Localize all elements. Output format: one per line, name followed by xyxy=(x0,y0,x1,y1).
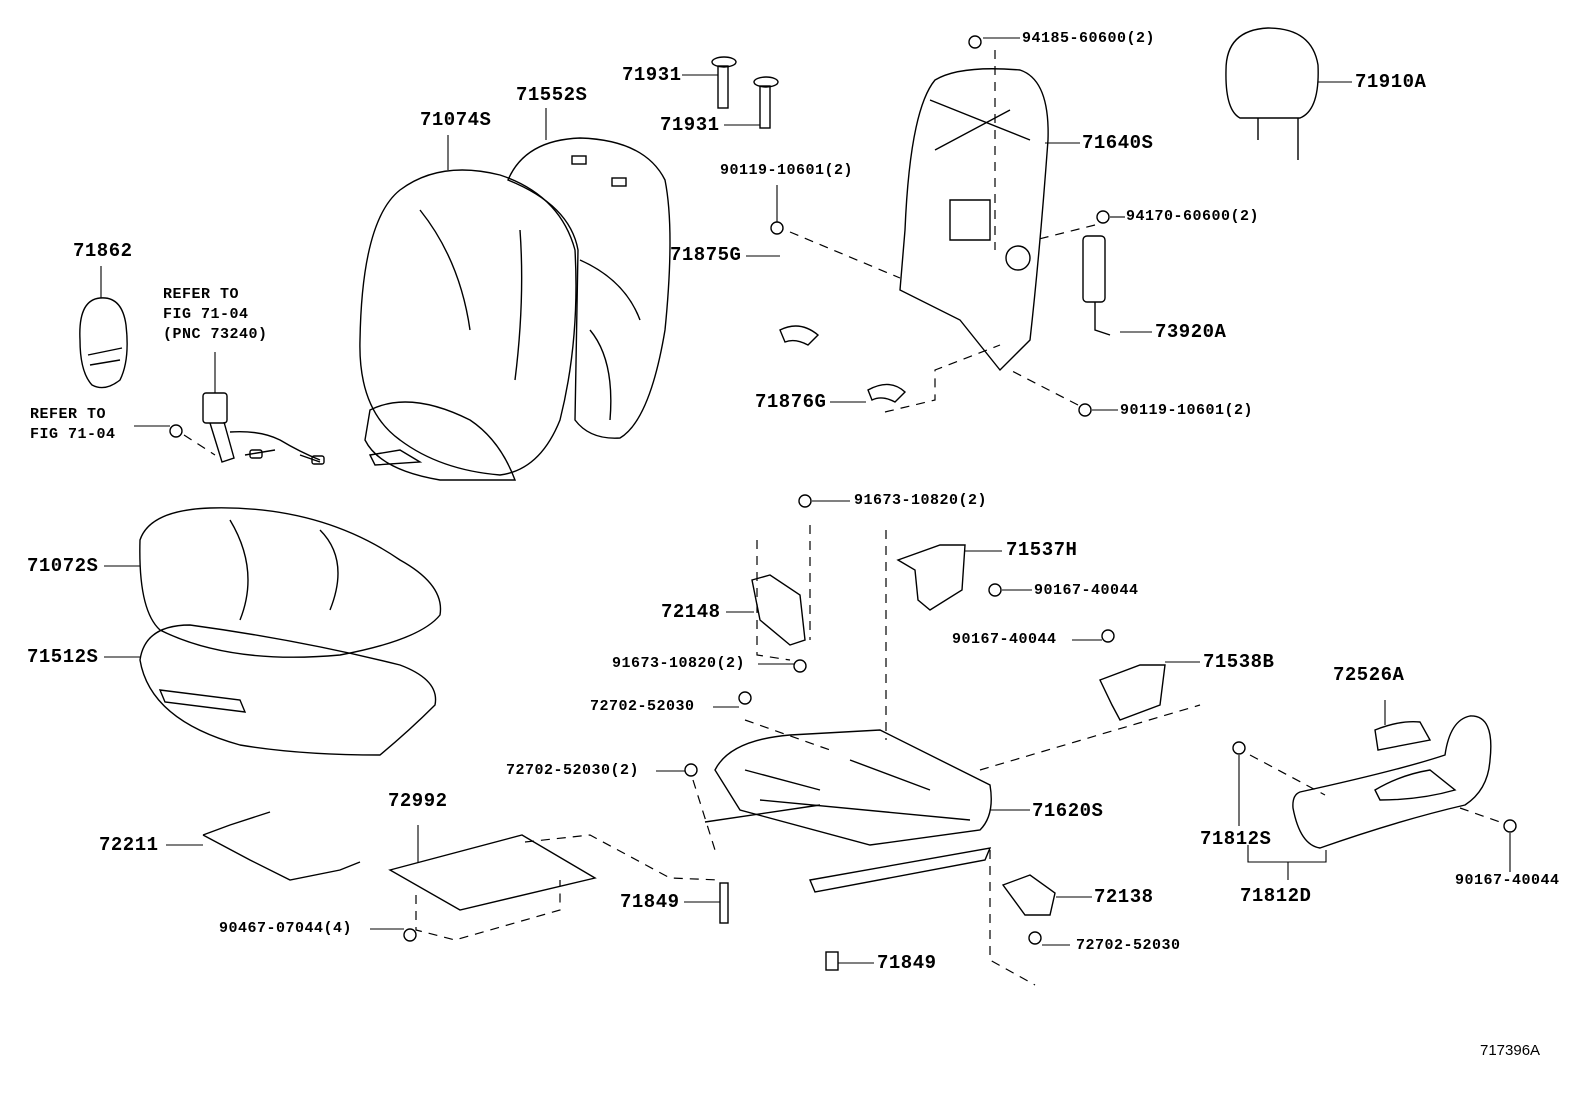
part-label-71552S[interactable]: 71552S xyxy=(516,84,588,106)
headrest-guide-drawing xyxy=(682,56,779,129)
bracket-drawing xyxy=(726,494,850,673)
part-label-72148[interactable]: 72148 xyxy=(661,601,721,623)
part-label-72138[interactable]: 72138 xyxy=(1094,886,1154,908)
part-label-71072S[interactable]: 71072S xyxy=(27,555,99,577)
part-label-72526A[interactable]: 72526A xyxy=(1333,664,1405,686)
part-label-91673-10820-upper[interactable]: 91673-10820(2) xyxy=(854,492,988,509)
part-label-94185-60600[interactable]: 94185-60600(2) xyxy=(1022,30,1156,47)
side-shield-drawing xyxy=(1232,700,1517,880)
part-label-71620S[interactable]: 71620S xyxy=(1032,800,1104,822)
seat-adjuster-drawing xyxy=(704,530,1201,893)
part-label-90467-07044[interactable]: 90467-07044(4) xyxy=(219,920,353,937)
part-label-72211[interactable]: 72211 xyxy=(99,834,159,856)
part-label-71910A[interactable]: 71910A xyxy=(1355,71,1427,93)
part-label-72702-52030-lower[interactable]: 72702-52030 xyxy=(1076,937,1181,954)
part-label-71812S[interactable]: 71812S xyxy=(1200,828,1272,850)
part-label-71812D[interactable]: 71812D xyxy=(1240,885,1312,907)
recliner-covers-drawing xyxy=(746,255,1001,413)
part-label-71876G[interactable]: 71876G xyxy=(755,391,827,413)
part-label-72992[interactable]: 72992 xyxy=(388,790,448,812)
seatback-frame-drawing xyxy=(770,35,1125,417)
part-label-71537H[interactable]: 71537H xyxy=(1006,539,1078,561)
figure-id: 717396A xyxy=(1480,1042,1541,1059)
part-label-71512S[interactable]: 71512S xyxy=(27,646,99,668)
part-label-72702-52030-pair[interactable]: 72702-52030(2) xyxy=(506,762,640,779)
part-label-73920A[interactable]: 73920A xyxy=(1155,321,1227,343)
part-label-71849-bottom[interactable]: 71849 xyxy=(877,952,937,974)
seatbelt-buckle-drawing xyxy=(134,352,325,465)
part-label-90119-10601-upper[interactable]: 90119-10601(2) xyxy=(720,162,854,179)
part-label-91673-10820-lower[interactable]: 91673-10820(2) xyxy=(612,655,746,672)
note-refer-seatbelt[interactable]: REFER TO FIG 71-04 (PNC 73240) xyxy=(163,286,268,343)
seatback-pad-drawing xyxy=(507,108,671,439)
part-label-71849-left[interactable]: 71849 xyxy=(620,891,680,913)
part-label-90167-40044-middle[interactable]: 90167-40044 xyxy=(952,631,1057,648)
shield-cover-drawing xyxy=(79,266,128,389)
part-label-94170-60600[interactable]: 94170-60600(2) xyxy=(1126,208,1260,225)
part-label-90167-40044-lower[interactable]: 90167-40044 xyxy=(1455,872,1560,889)
part-label-71640S[interactable]: 71640S xyxy=(1082,132,1154,154)
fasteners-drawing xyxy=(656,691,1092,986)
cushion-wire-drawing xyxy=(166,811,361,881)
seatback-cover-drawing xyxy=(359,135,577,481)
part-label-71931-lower[interactable]: 71931 xyxy=(660,114,720,136)
part-label-71074S[interactable]: 71074S xyxy=(420,109,492,131)
seat-board-drawing xyxy=(370,825,721,942)
slide-covers-drawing xyxy=(896,544,1200,721)
part-label-71875G[interactable]: 71875G xyxy=(670,244,742,266)
part-label-71931-upper[interactable]: 71931 xyxy=(622,64,682,86)
part-label-90167-40044-upper[interactable]: 90167-40044 xyxy=(1034,582,1139,599)
side-airbag-drawing xyxy=(1082,235,1152,336)
seat-cushion-cover-drawing xyxy=(104,507,442,658)
note-refer-bolt[interactable]: REFER TO FIG 71-04 xyxy=(30,406,116,443)
part-label-71538B[interactable]: 71538B xyxy=(1203,651,1275,673)
part-label-71862[interactable]: 71862 xyxy=(73,240,133,262)
part-label-72702-52030-upper[interactable]: 72702-52030 xyxy=(590,698,695,715)
seat-cushion-pad-drawing xyxy=(104,624,437,756)
part-label-90119-10601-lower[interactable]: 90119-10601(2) xyxy=(1120,402,1254,419)
headrest-drawing xyxy=(1225,27,1352,160)
